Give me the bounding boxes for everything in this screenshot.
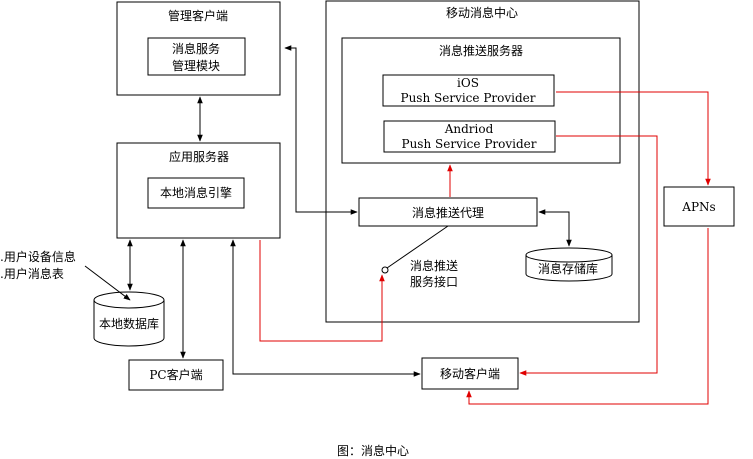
ios-push-provider: iOS Push Service Provider: [382, 74, 555, 107]
local-database-label: 本地数据库: [99, 316, 159, 331]
app-mobile-arrow: [230, 239, 421, 377]
android-push-provider-label-2: Push Service Provider: [402, 137, 537, 151]
app-interface-red-arrow: [259, 240, 385, 342]
app-server-title: 应用服务器: [169, 149, 229, 164]
black-connectors: [127, 45, 572, 377]
android-push-provider-label-1: Andriod: [444, 122, 494, 136]
figure-caption: 图：消息中心: [337, 443, 409, 458]
admin-module-label-1: 消息服务: [172, 41, 220, 56]
apns: APNs: [663, 186, 735, 227]
push-interface-label-2: 服务接口: [410, 274, 458, 289]
annotation-message-table: .用户消息表: [0, 266, 64, 281]
mobile-client: 移动客户端: [421, 357, 519, 390]
red-push-path: [259, 91, 711, 405]
android-mobile-red-arrow: [519, 135, 658, 376]
admin-agent-arrow: [284, 45, 358, 215]
ios-push-provider-label-1: iOS: [457, 76, 479, 90]
push-agent: 消息推送代理: [358, 197, 538, 227]
apns-mobile-red-arrow: [466, 228, 709, 405]
admin-module-label-2: 管理模块: [172, 58, 220, 73]
mobile-client-label: 移动客户端: [440, 366, 500, 381]
ios-push-provider-label-2: Push Service Provider: [401, 91, 536, 105]
agent-store-arrow: [538, 209, 572, 247]
message-store: 消息存储库: [525, 247, 613, 282]
annotation-device-info: .用户设备信息: [0, 249, 76, 264]
android-push-provider: Andriod Push Service Provider: [383, 120, 556, 153]
app-server: 应用服务器 本地消息引擎: [116, 142, 281, 239]
local-database: 本地数据库: [93, 291, 165, 347]
push-server-title: 消息推送服务器: [439, 43, 523, 58]
pc-client-label: PC客户端: [149, 367, 202, 382]
push-service-interface: 消息推送 服务接口: [381, 225, 458, 289]
local-msg-engine-label: 本地消息引擎: [160, 185, 232, 200]
ios-apns-red-arrow: [556, 91, 711, 186]
push-agent-label: 消息推送代理: [412, 205, 484, 220]
message-store-label: 消息存储库: [538, 261, 598, 276]
pc-client: PC客户端: [128, 359, 224, 391]
admin-client: 管理客户端 消息服务 管理模块: [116, 1, 281, 96]
admin-client-title: 管理客户端: [168, 8, 228, 23]
annotation-pointer: [84, 265, 131, 301]
mobile-message-center-title: 移动消息中心: [446, 5, 518, 20]
apns-label: APNs: [681, 200, 715, 214]
push-interface-label-1: 消息推送: [410, 258, 458, 273]
